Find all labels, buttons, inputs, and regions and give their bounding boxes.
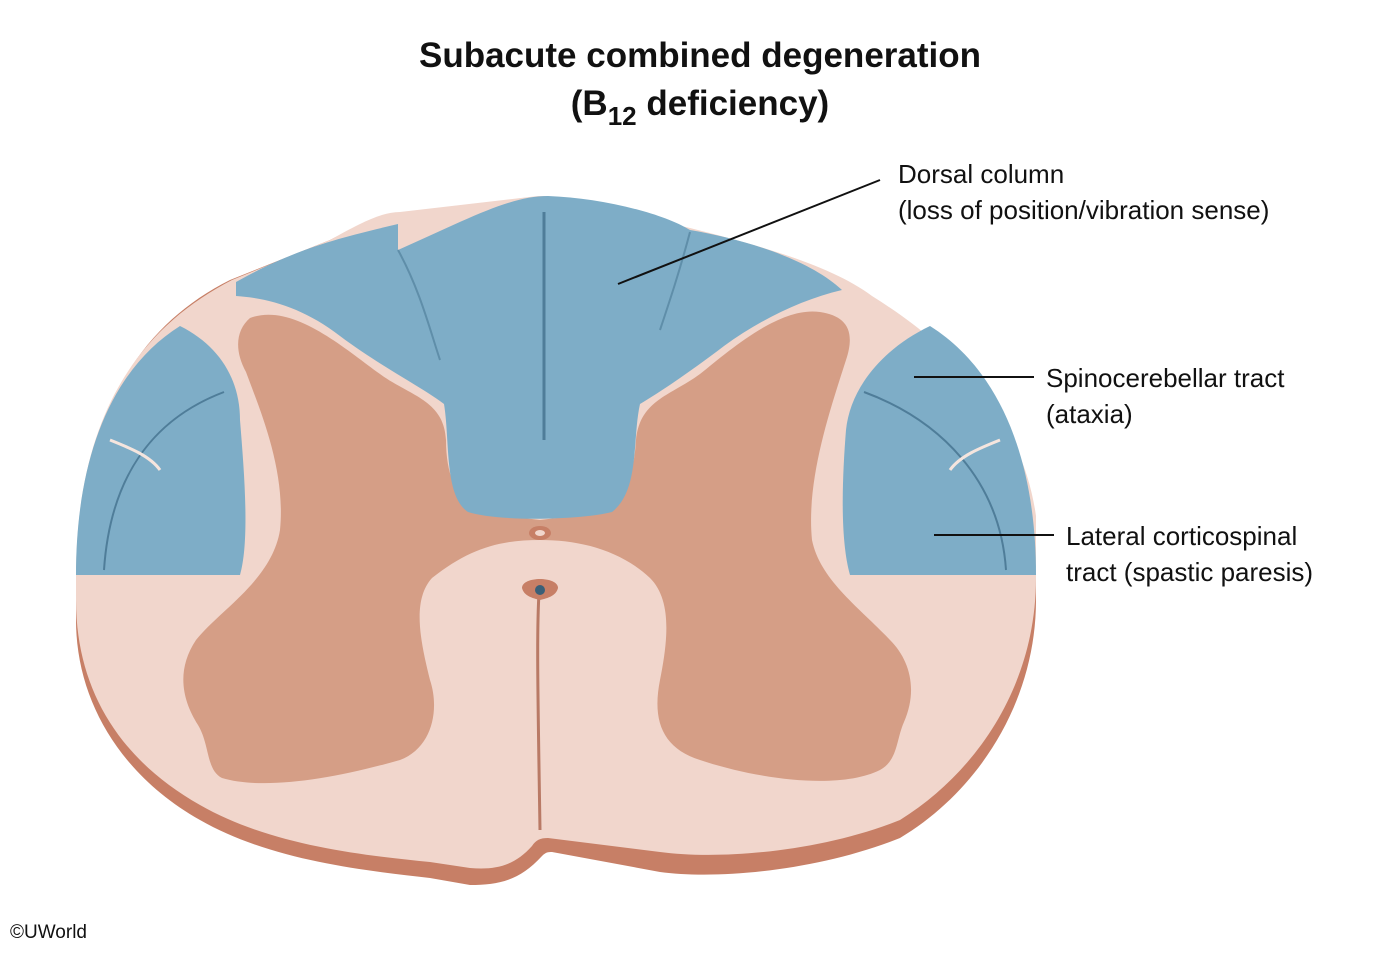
title-prefix: (B xyxy=(570,84,608,123)
corticospinal-label: Lateral corticospinal tract (spastic par… xyxy=(1066,518,1313,590)
spinocerebellar-label-line1: Spinocerebellar tract xyxy=(1046,363,1285,393)
spinocerebellar-label-line2: (ataxia) xyxy=(1046,399,1133,429)
diagram-title-line2: (B12 deficiency) xyxy=(0,82,1400,129)
gray-matter xyxy=(183,311,912,784)
dorsal-column-label: Dorsal column (loss of position/vibratio… xyxy=(898,156,1269,228)
corticospinal-label-line2: tract (spastic paresis) xyxy=(1066,557,1314,587)
anterior-fissure xyxy=(522,579,558,600)
left-lateral-tracts xyxy=(76,326,246,575)
central-canal xyxy=(529,526,551,540)
leader-lines xyxy=(617,179,1054,536)
spinocerebellar-label: Spinocerebellar tract (ataxia) xyxy=(1046,360,1284,432)
diagram-title-line1: Subacute combined degeneration xyxy=(418,36,982,75)
dorsal-column-region xyxy=(236,196,842,519)
title-subscript: 12 xyxy=(607,101,637,131)
right-lateral-tracts xyxy=(842,326,1036,575)
corticospinal-label-line1: Lateral corticospinal xyxy=(1066,521,1298,551)
title-suffix: deficiency) xyxy=(636,84,830,123)
dorsal-column-label-line2: (loss of position/vibration sense) xyxy=(898,195,1270,225)
copyright-notice: ©UWorld xyxy=(10,922,87,943)
dorsal-column-label-line1: Dorsal column xyxy=(898,159,1065,189)
